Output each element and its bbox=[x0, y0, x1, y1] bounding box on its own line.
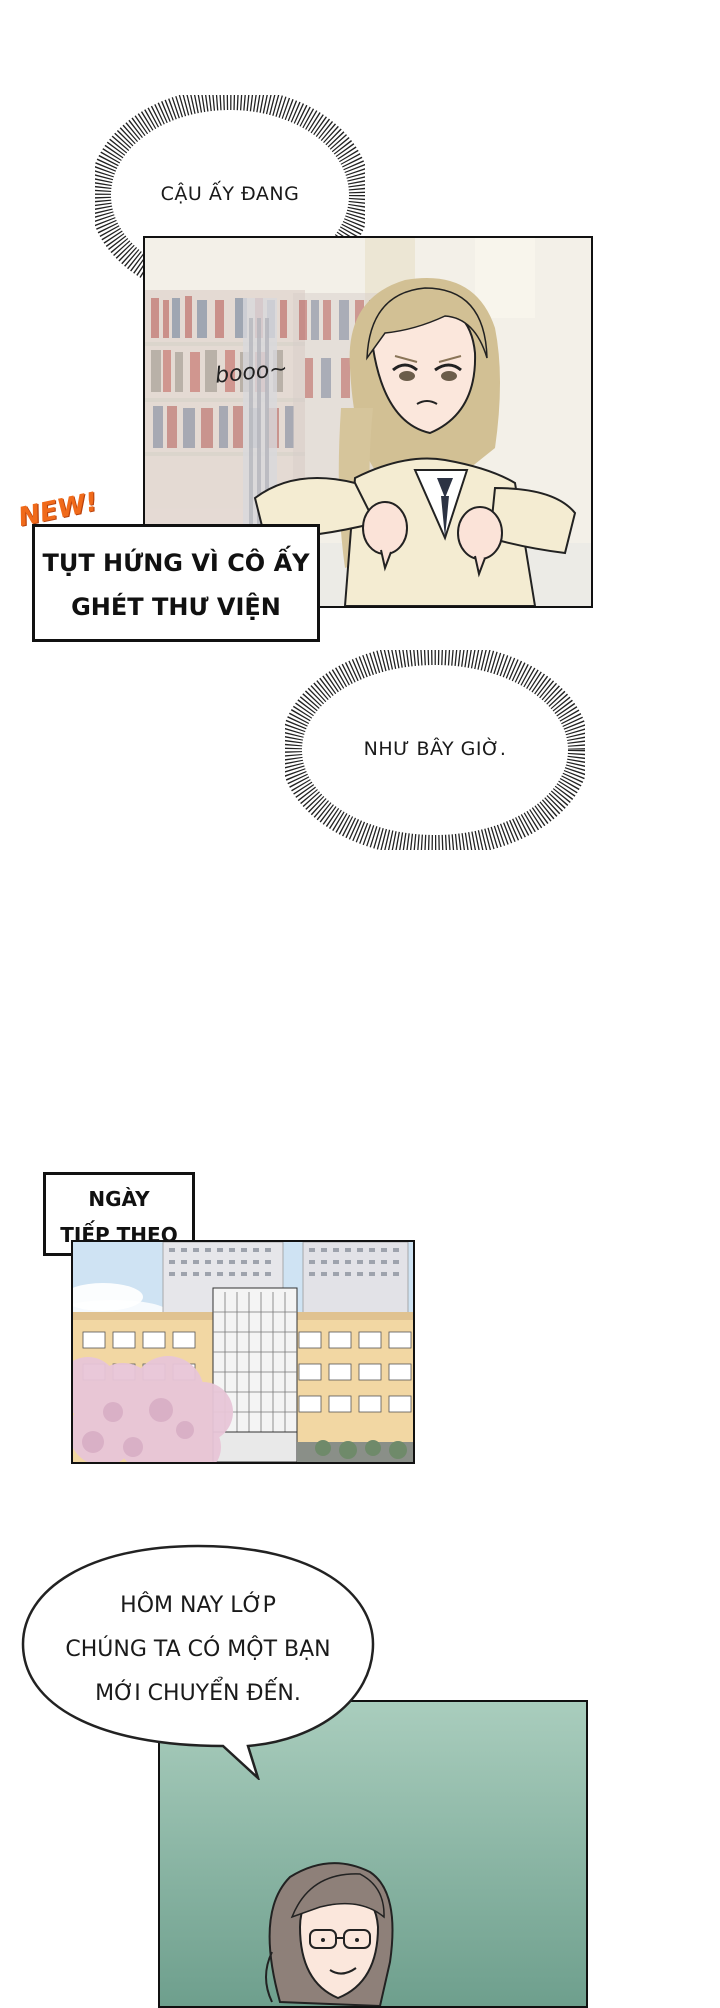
speech-line-1: HÔM NAY LỚP bbox=[120, 1593, 276, 1618]
panel-library: booo~ bbox=[143, 236, 593, 608]
speech-bubble: HÔM NAY LỚP CHÚNG TA CÓ MỘT BẠN MỚI CHUY… bbox=[18, 1540, 378, 1783]
bubble-1-text: CẬU ẤY ĐANG bbox=[160, 183, 300, 205]
bubble-2-text: NHƯ BÂY GIỜ. bbox=[363, 738, 507, 760]
caption-1-line-2: GHÉT THƯ VIỆN bbox=[71, 593, 281, 621]
caption-box-1: TỤT HỨNG VÌ CÔ ẤY GHÉT THƯ VIỆN bbox=[32, 524, 320, 642]
spiky-bubble-2: NHƯ BÂY GIỜ. bbox=[280, 643, 590, 857]
panel-school bbox=[71, 1240, 415, 1464]
speech-bubble-shape bbox=[21, 1544, 375, 1783]
library-scene bbox=[145, 238, 591, 606]
caption-2-line-1: NGÀY bbox=[88, 1187, 150, 1211]
speech-line-2: CHÚNG TA CÓ MỘT BẠN bbox=[65, 1637, 331, 1662]
school-scene bbox=[73, 1242, 413, 1462]
caption-1-line-1: TỤT HỨNG VÌ CÔ ẤY bbox=[42, 549, 310, 577]
spiky-bubble-2-shape bbox=[280, 643, 590, 857]
speech-line-3: MỚI CHUYỂN ĐẾN. bbox=[95, 1681, 301, 1706]
